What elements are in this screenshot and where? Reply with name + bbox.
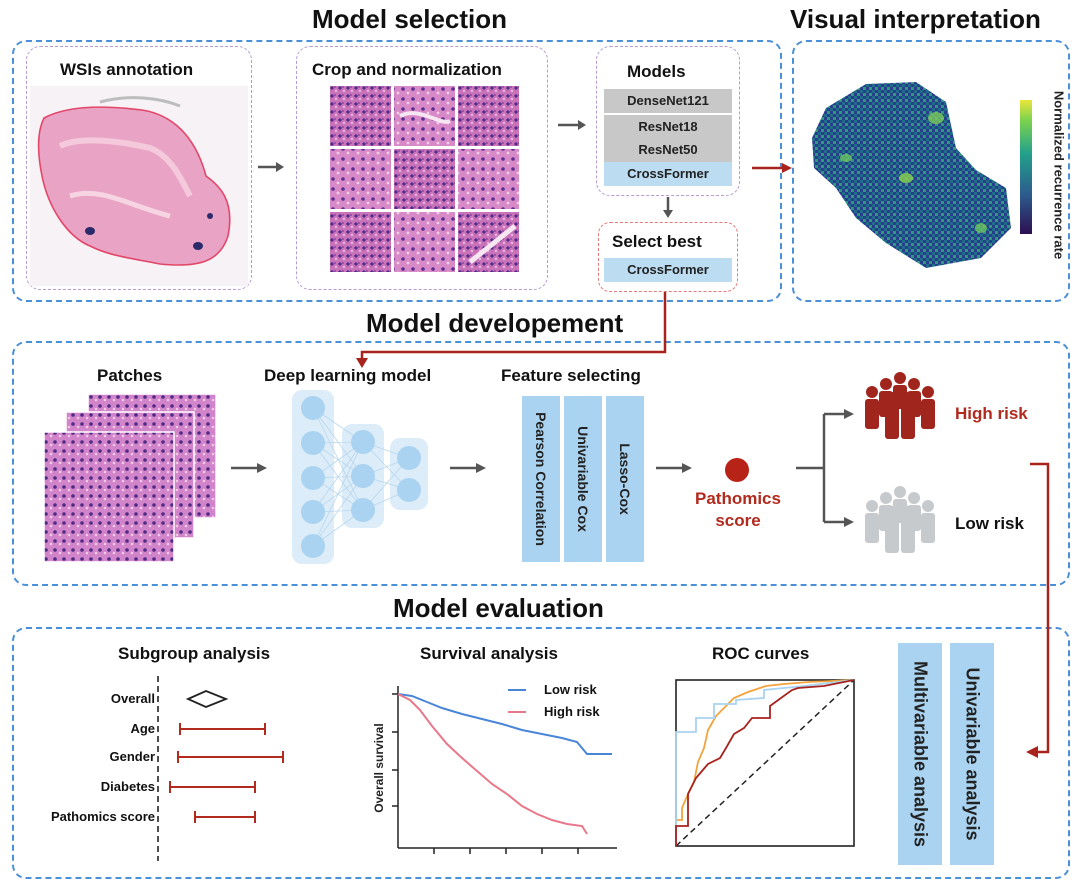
crop-patch bbox=[458, 149, 519, 209]
model-crossformer: CrossFormer bbox=[604, 162, 732, 186]
subgroup-label-overall: Overall bbox=[110, 691, 155, 706]
crop-normalization-label: Crop and normalization bbox=[312, 60, 502, 79]
feature-univariable-cox: Univariable Cox bbox=[564, 396, 602, 562]
arrow-wsi-to-crop bbox=[258, 162, 284, 172]
dl-model-label: Deep learning model bbox=[264, 366, 432, 385]
model-selection-panel bbox=[12, 40, 782, 302]
arrow-features-to-score bbox=[656, 463, 692, 473]
risk-split-arrows bbox=[796, 409, 854, 527]
roc-curve-orange bbox=[675, 679, 855, 846]
model-resnet50: ResNet50 bbox=[604, 138, 732, 162]
crop-patch bbox=[330, 149, 391, 209]
feature-pearson: Pearson Correlation bbox=[522, 396, 560, 562]
section-title-visual-interpretation: Visual interpretation bbox=[790, 4, 1041, 34]
pathomics-score-dot bbox=[725, 458, 749, 482]
survival-ylabel-holder: Overall survival bbox=[370, 688, 388, 848]
recurrence-heatmap bbox=[812, 82, 1011, 268]
subgroup-label-diabetes: Diabetes bbox=[100, 779, 155, 794]
visual-interpretation-panel bbox=[792, 40, 1070, 302]
subgroup-label-gender: Gender bbox=[109, 749, 155, 764]
colorbar-label: Normalized recurrence rate bbox=[1051, 90, 1067, 260]
pathomics-score-label: Pathomics score bbox=[695, 489, 781, 530]
arrow-models-to-select bbox=[663, 197, 673, 218]
arrow-risk-to-analyses bbox=[1026, 462, 1050, 758]
wsis-annotation-label: WSIs annotation bbox=[60, 60, 194, 79]
crop-patch bbox=[330, 86, 391, 146]
arrow-to-visual bbox=[752, 163, 792, 173]
colorbar-label-holder: Normalized recurrence rate bbox=[1050, 60, 1068, 290]
section-title-model-evaluation: Model evaluation bbox=[393, 593, 604, 623]
roc-curve-red bbox=[675, 679, 855, 846]
crop-patch bbox=[394, 149, 455, 209]
section-title-model-development: Model developement bbox=[366, 308, 624, 338]
select-best-box bbox=[598, 222, 738, 292]
roc-curve-blue bbox=[675, 679, 855, 846]
section-title-model-selection: Model selection bbox=[312, 4, 508, 34]
feature-selecting-label: Feature selecting bbox=[501, 366, 641, 385]
crop-normalization-box bbox=[296, 46, 548, 290]
univariable-analysis-bar: Univariable analysis bbox=[950, 643, 994, 865]
select-best-label: Select best bbox=[612, 232, 702, 251]
survival-title: Survival analysis bbox=[420, 644, 558, 663]
model-densenet121: DenseNet121 bbox=[604, 89, 732, 113]
forest-overall-diamond bbox=[185, 690, 229, 708]
roc-title: ROC curves bbox=[712, 644, 810, 663]
high-risk-curve bbox=[397, 693, 588, 835]
roc-plot bbox=[675, 679, 855, 847]
wsi-slide-image bbox=[30, 86, 248, 286]
models-box bbox=[596, 46, 740, 196]
arrow-patches-to-dl bbox=[231, 463, 267, 473]
best-model-crossformer: CrossFormer bbox=[604, 258, 732, 282]
roc-diagonal bbox=[675, 679, 855, 847]
high-risk-label: High risk bbox=[955, 404, 1028, 423]
low-risk-group-icon bbox=[865, 486, 935, 553]
neural-network-diagram bbox=[292, 390, 428, 564]
patches-label: Patches bbox=[97, 366, 163, 385]
slide-marker bbox=[193, 242, 203, 250]
crop-patch bbox=[458, 212, 519, 272]
legend-high-risk: High risk bbox=[544, 704, 600, 719]
legend-low-risk: Low risk bbox=[544, 682, 597, 697]
heatmap-colorbar bbox=[1020, 100, 1032, 234]
wsis-annotation-box bbox=[26, 46, 252, 290]
crop-patch bbox=[330, 212, 391, 272]
low-risk-label: Low risk bbox=[955, 514, 1024, 533]
high-risk-group-icon bbox=[865, 372, 935, 439]
feature-lasso-cox: Lasso-Cox bbox=[606, 396, 644, 562]
subgroup-label-pathomics: Pathomics score bbox=[50, 809, 155, 824]
subgroup-label-age: Age bbox=[130, 721, 155, 736]
model-evaluation-panel bbox=[12, 627, 1070, 879]
arrow-crop-to-models bbox=[558, 120, 586, 130]
low-risk-curve bbox=[397, 693, 612, 755]
arrow-best-to-dl bbox=[356, 292, 667, 368]
subgroup-title: Subgroup analysis bbox=[118, 644, 271, 663]
model-resnet18: ResNet18 bbox=[604, 115, 732, 139]
models-label: Models bbox=[627, 62, 686, 81]
forest-plot bbox=[157, 676, 284, 861]
survival-plot bbox=[392, 686, 617, 854]
arrow-dl-to-features bbox=[450, 463, 486, 473]
survival-ylabel: Overall survival bbox=[372, 723, 386, 813]
patches-stack bbox=[44, 394, 217, 563]
crop-patch bbox=[458, 86, 519, 146]
crop-patch-grid bbox=[330, 86, 519, 272]
multivariable-analysis-bar: Multivariable analysis bbox=[898, 643, 942, 865]
slide-marker bbox=[85, 227, 95, 235]
model-development-panel bbox=[12, 341, 1070, 586]
slide-marker bbox=[207, 213, 213, 219]
crop-patch bbox=[394, 212, 455, 272]
